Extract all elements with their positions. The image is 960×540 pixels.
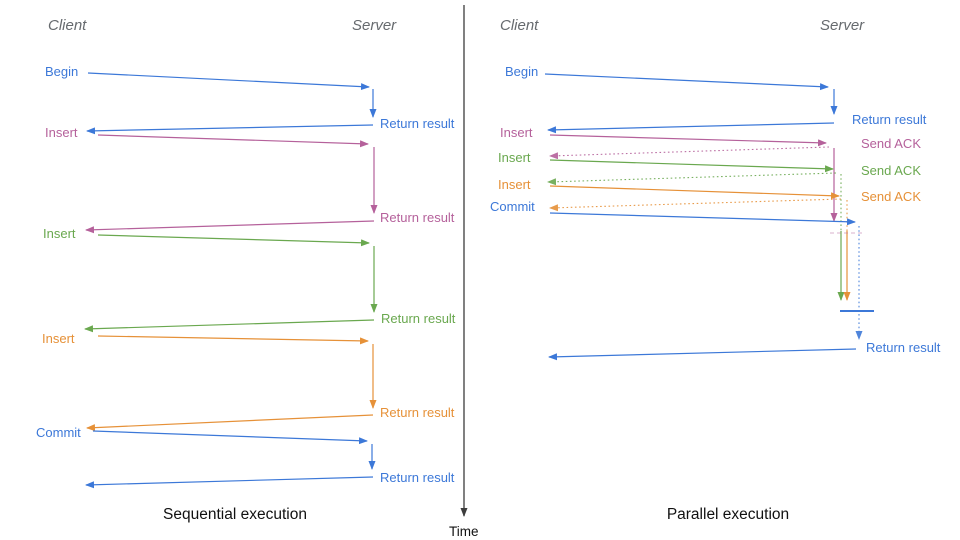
return-result-label: Return result [380, 116, 455, 131]
return-result-label: Return result [380, 405, 455, 420]
response-arrow [84, 319, 375, 333]
server-lifeline-header: Server [820, 17, 865, 34]
message-label-commit: Commit [36, 425, 81, 440]
message-label-insert-1: Insert [500, 125, 533, 140]
send-ack-label: Send ACK [861, 163, 921, 178]
ack-arrow [549, 198, 842, 212]
message-label-begin: Begin [45, 64, 78, 79]
message-label-insert-2: Insert [43, 226, 76, 241]
panel-title-sequential: Sequential execution [163, 506, 307, 523]
response-arrow [547, 122, 835, 134]
request-arrow [97, 234, 370, 247]
message-label-insert-3: Insert [498, 177, 531, 192]
time-axis-label: Time [449, 524, 479, 539]
message-label-insert-2: Insert [498, 150, 531, 165]
ack-arrow [549, 146, 830, 160]
message-label-insert-3: Insert [42, 331, 75, 346]
client-lifeline-header: Client [500, 17, 539, 34]
return-result-label: Return result [380, 210, 455, 225]
server-lifeline-header: Server [352, 17, 397, 34]
request-arrow [549, 159, 834, 173]
client-lifeline-header: Client [48, 17, 87, 34]
response-arrow [85, 220, 375, 234]
send-ack-label: Send ACK [861, 189, 921, 204]
message-label-insert-1: Insert [45, 125, 78, 140]
request-arrow [549, 134, 827, 147]
parallel-panel: Client Server Begin Return result Insert… [490, 17, 941, 523]
panel-title-parallel: Parallel execution [667, 506, 789, 523]
message-label-commit: Commit [490, 199, 535, 214]
return-result-label: Return result [852, 112, 927, 127]
request-arrow [97, 134, 369, 148]
request-arrow [97, 335, 369, 345]
request-arrow [92, 430, 368, 445]
response-arrow [85, 476, 374, 489]
sequential-panel: Client Server Begin Return result Insert… [36, 17, 456, 523]
message-label-begin: Begin [505, 64, 538, 79]
ack-arrow [547, 172, 837, 186]
request-arrow [544, 73, 829, 91]
request-arrow [549, 212, 856, 226]
response-arrow [86, 414, 374, 432]
return-result-label: Return result [380, 470, 455, 485]
send-ack-label: Send ACK [861, 136, 921, 151]
request-arrow [87, 72, 370, 91]
response-arrow [86, 124, 374, 135]
response-arrow [548, 348, 857, 361]
return-result-label: Return result [381, 311, 456, 326]
request-arrow [549, 185, 840, 200]
return-result-label: Return result [866, 340, 941, 355]
